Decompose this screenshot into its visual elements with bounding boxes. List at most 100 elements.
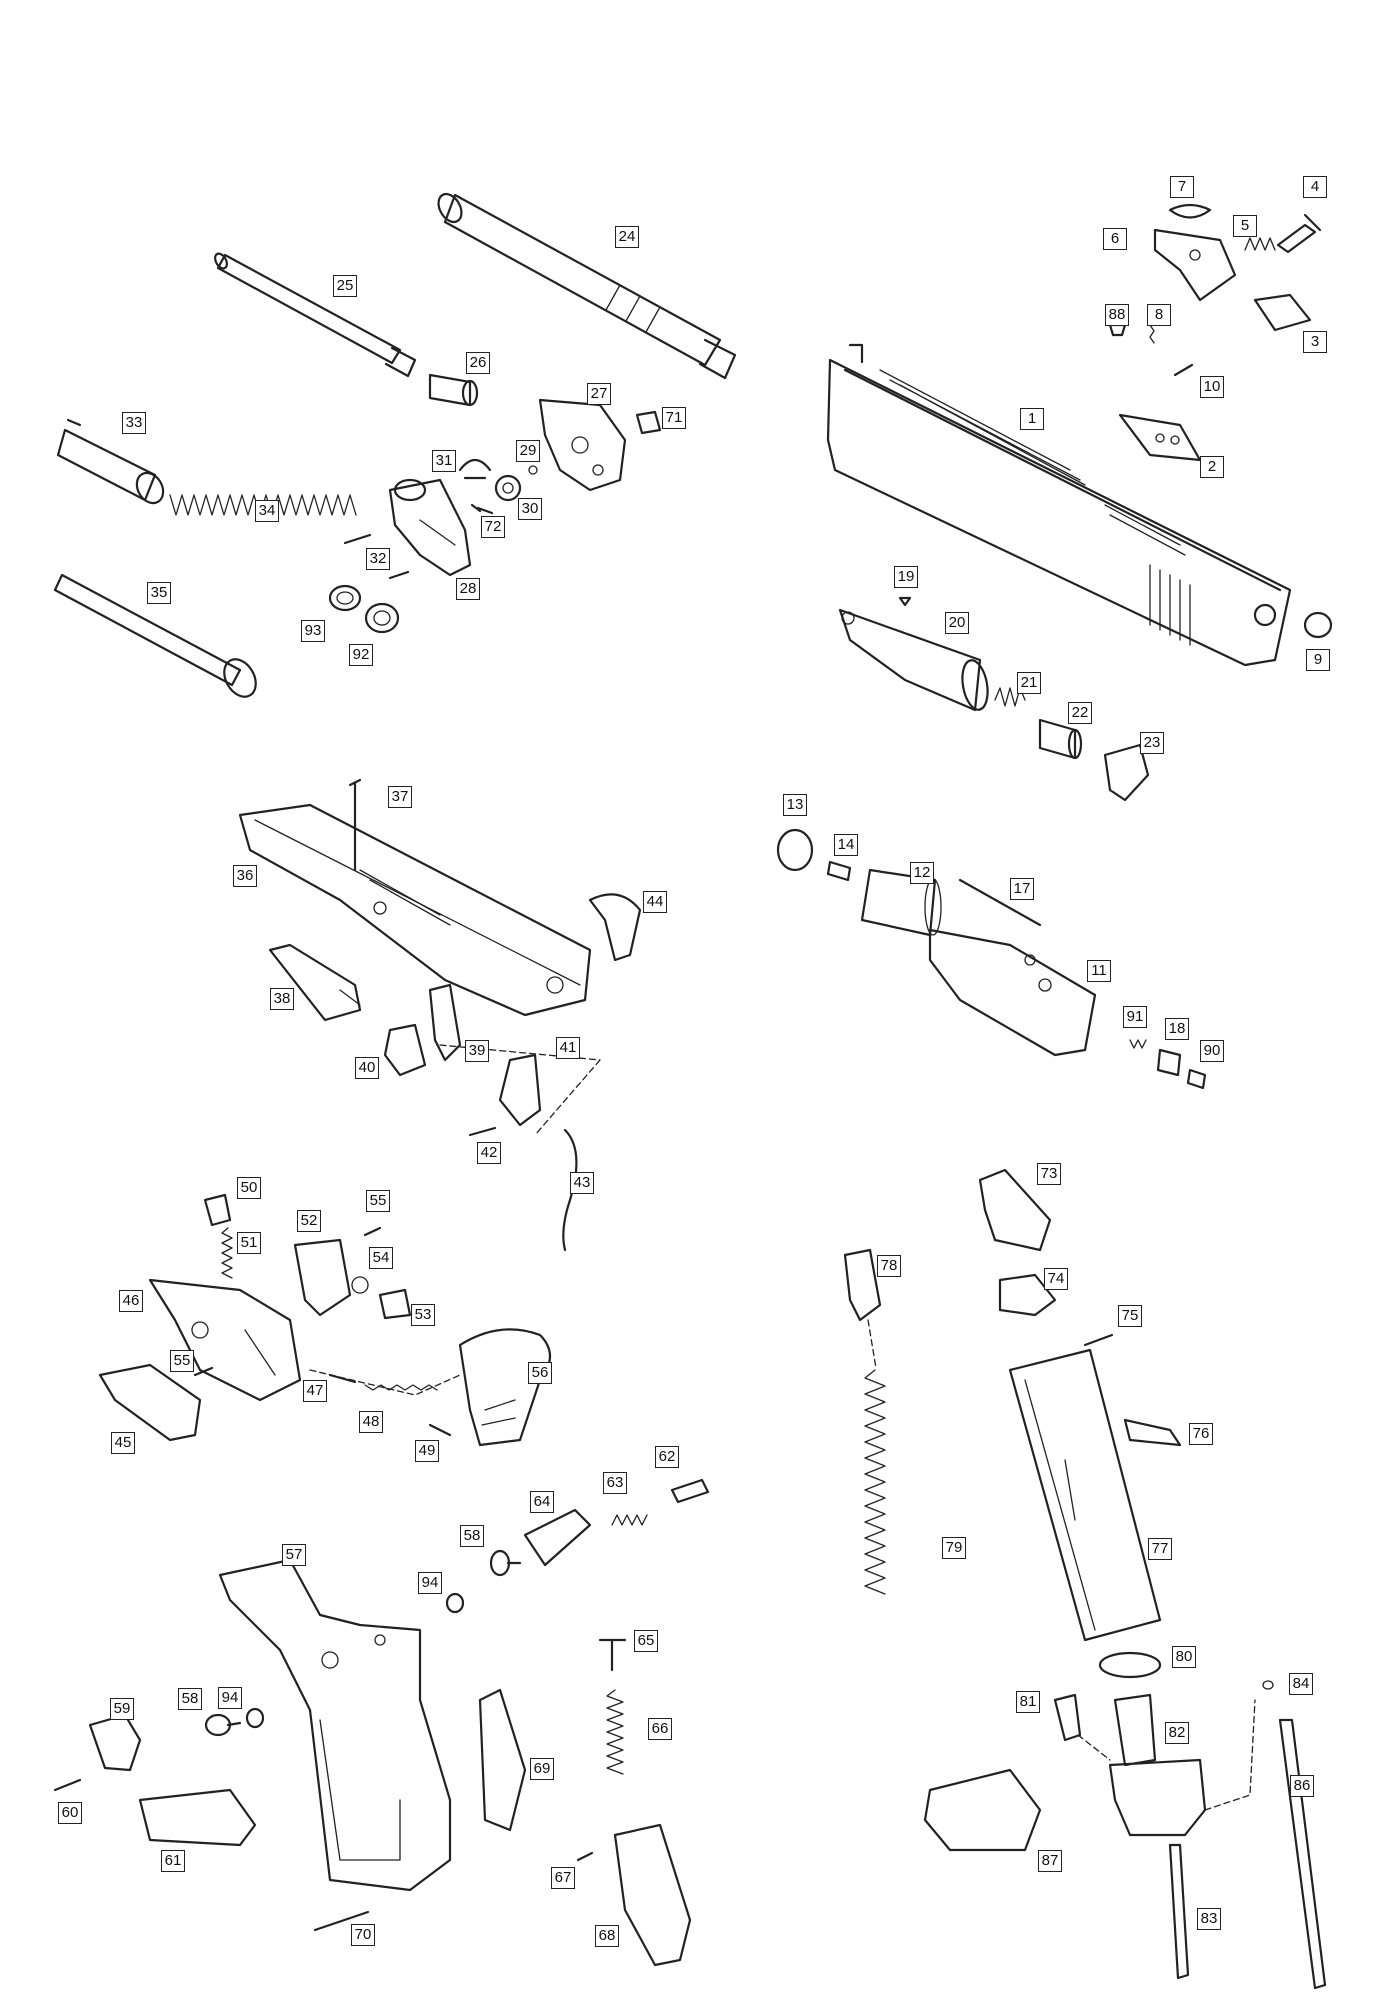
part-62-plunger [670,1478,710,1504]
part-6-sight-base [1153,228,1237,302]
label-part-11: 11 [1087,960,1111,982]
part-58-screw [489,1549,522,1577]
part-56-trigger [458,1328,552,1447]
part-29-washer [528,465,538,475]
label-part-4: 4 [1303,176,1327,198]
label-part-12: 12 [910,862,934,884]
part-17-rod [958,878,1042,927]
label-part-72: 72 [481,516,505,538]
label-part-70: 70 [351,1924,375,1946]
part-22-valve [1038,718,1083,760]
label-part-42: 42 [477,1142,501,1164]
label-part-2: 2 [1200,456,1224,478]
part-67-pin [576,1851,594,1862]
label-part-14: 14 [834,834,858,856]
label-part-82: 82 [1165,1722,1189,1744]
part-51-spring [221,1227,233,1279]
label-part-34: 34 [255,500,279,522]
label-part-91: 91 [1123,1006,1147,1028]
part-43-spring [562,1128,578,1252]
label-part-9: 9 [1306,649,1330,671]
label-part-39: 39 [465,1040,489,1062]
label-part-79: 79 [942,1537,966,1559]
part-73-lip [978,1168,1052,1252]
label-part-19: 19 [894,566,918,588]
part-recoil-guide [56,418,165,505]
part-49-pin [428,1423,452,1437]
label-part-90: 90 [1200,1040,1224,1062]
label-part-55: 55 [170,1350,194,1372]
label-part-30: 30 [518,498,542,520]
label-part-52: 52 [297,1210,321,1232]
label-part-63: 63 [603,1472,627,1494]
label-part-76: 76 [1189,1423,1213,1445]
part-14-screw [826,860,852,882]
part-69-panel [478,1688,527,1832]
part-outer-barrel [437,192,737,380]
part-63-spring [611,1514,648,1526]
label-part-65: 65 [634,1630,658,1652]
label-part-77: 77 [1148,1538,1172,1560]
label-part-27: 27 [587,383,611,405]
part-44-hammer [588,893,642,962]
label-part-94: 94 [418,1572,442,1594]
part-93-washer [328,584,362,612]
label-part-81: 81 [1016,1691,1040,1713]
label-part-28: 28 [456,578,480,600]
label-part-35: 35 [147,582,171,604]
part-8-spring [1149,324,1155,344]
part-75-pin [1083,1333,1114,1347]
part-59-part [88,1713,142,1772]
label-part-8: 8 [1147,304,1171,326]
part-94-washer [445,1592,465,1614]
label-part-55: 55 [366,1190,390,1212]
label-part-84: 84 [1289,1673,1313,1695]
part-70-pin [313,1910,370,1932]
label-part-86: 86 [1290,1775,1314,1797]
part-30-gear [494,474,522,502]
label-part-80: 80 [1172,1646,1196,1668]
label-part-87: 87 [1038,1850,1062,1872]
assembly-line [309,1369,461,1396]
label-part-25: 25 [333,275,357,297]
part-48-spring [364,1384,438,1391]
label-part-20: 20 [945,612,969,634]
label-part-93: 93 [301,620,325,642]
label-part-57: 57 [282,1544,306,1566]
part-inner-barrel [214,252,417,378]
label-part-5: 5 [1233,215,1257,237]
label-part-58: 58 [178,1688,202,1710]
part-19-screw [898,596,912,607]
label-part-74: 74 [1044,1268,1068,1290]
part-88-screw [1108,323,1127,337]
label-part-23: 23 [1140,732,1164,754]
label-part-32: 32 [366,548,390,570]
label-part-73: 73 [1037,1163,1061,1185]
part-64-lever [523,1508,592,1567]
label-part-22: 22 [1068,702,1092,724]
part-55-screw [193,1226,382,1377]
part-4-screw [1276,213,1322,254]
label-part-83: 83 [1197,1908,1221,1930]
part-7-screw [1168,203,1212,219]
part-40-disconnector [383,1023,427,1077]
label-part-56: 56 [528,1362,552,1384]
label-part-38: 38 [270,988,294,1010]
label-part-29: 29 [516,440,540,462]
label-part-69: 69 [530,1758,554,1780]
label-part-59: 59 [110,1698,134,1720]
label-part-78: 78 [877,1255,901,1277]
label-part-64: 64 [530,1491,554,1513]
label-part-3: 3 [1303,331,1327,353]
label-part-51: 51 [237,1232,261,1254]
label-part-10: 10 [1200,376,1224,398]
label-part-36: 36 [233,865,257,887]
part-hop-up-rubber [428,373,479,407]
label-part-71: 71 [662,407,686,429]
label-part-17: 17 [1010,878,1034,900]
part-66-spring [606,1689,624,1775]
part-50-plunger [203,1193,232,1227]
label-part-1: 1 [1020,408,1044,430]
part-80-o-ring [1098,1651,1162,1679]
part-9-cap [1303,611,1333,639]
